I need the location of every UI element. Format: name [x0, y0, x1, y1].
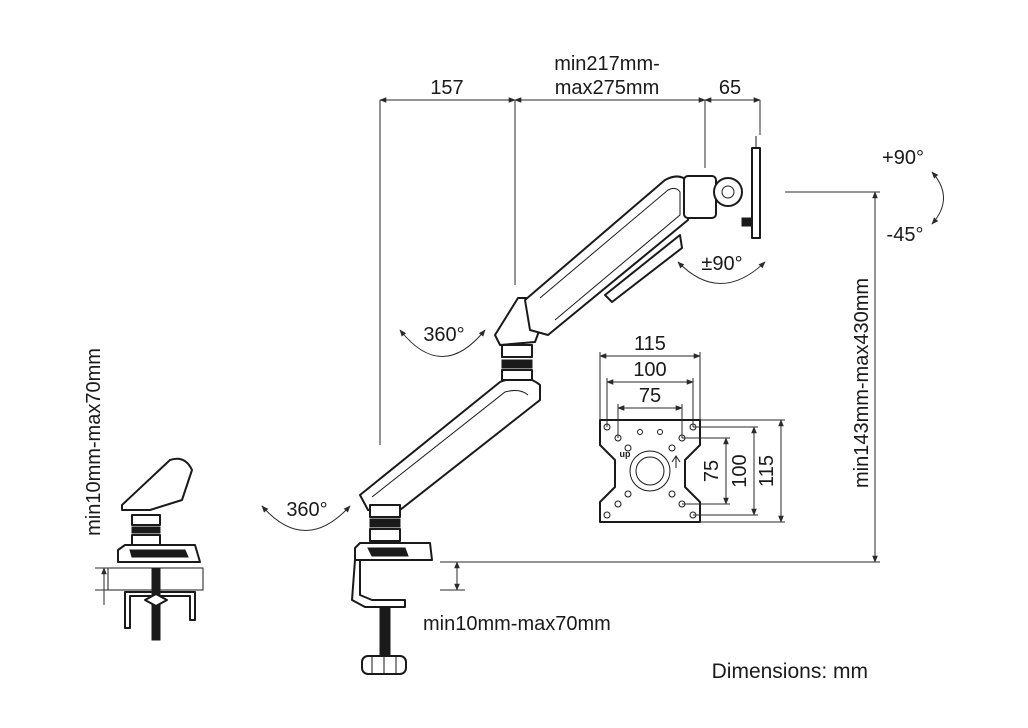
- vesa-75-top-label: 75: [639, 385, 661, 407]
- vesa-top-dimensions: [599, 352, 701, 438]
- dim-arm-max-label: max275mm: [555, 77, 659, 99]
- side-clamp-illustration: [107, 457, 204, 641]
- clamp-range-side-label: min10mm-max70mm: [83, 348, 105, 536]
- top-dimension-lines: [379, 97, 761, 445]
- vesa-side-dimensions: [682, 419, 785, 523]
- swivel-top-label: 360°: [423, 324, 464, 346]
- swivel-bottom-arc-icon: [261, 505, 351, 531]
- height-range-label: min143mm-max430mm: [851, 278, 873, 488]
- vesa-115-top-label: 115: [634, 333, 666, 355]
- rotate-arc-icon: [677, 261, 766, 284]
- dim-arm-min-label: min217mm-: [554, 53, 660, 75]
- vesa-115-side-label: 115: [756, 455, 778, 487]
- dim-157-label: 157: [430, 77, 463, 99]
- tilt-down-label: -45°: [887, 224, 924, 246]
- clamp-thickness-dimension: [440, 561, 465, 591]
- vesa-plate-illustration: [599, 419, 701, 523]
- rotate-90-label: ±90°: [701, 253, 742, 275]
- up-arrow-icon: [671, 455, 681, 468]
- dim-65-label: 65: [719, 77, 741, 99]
- swivel-top-arc-icon: [399, 329, 486, 357]
- vesa-100-side-label: 100: [729, 454, 751, 487]
- vesa-100-top-label: 100: [633, 359, 666, 381]
- monitor-arm-illustration: [351, 136, 761, 675]
- clamp-range-bottom-label: min10mm-max70mm: [423, 613, 611, 635]
- tilt-up-label: +90°: [882, 147, 924, 169]
- units-note: Dimensions: mm: [712, 660, 868, 683]
- vesa-up-label: up: [620, 449, 631, 459]
- swivel-bottom-label: 360°: [286, 499, 327, 521]
- height-dimension: [440, 191, 880, 563]
- vesa-75-side-label: 75: [701, 460, 723, 482]
- side-clamp-dimension: [95, 567, 110, 605]
- tilt-arc-icon: [931, 171, 944, 225]
